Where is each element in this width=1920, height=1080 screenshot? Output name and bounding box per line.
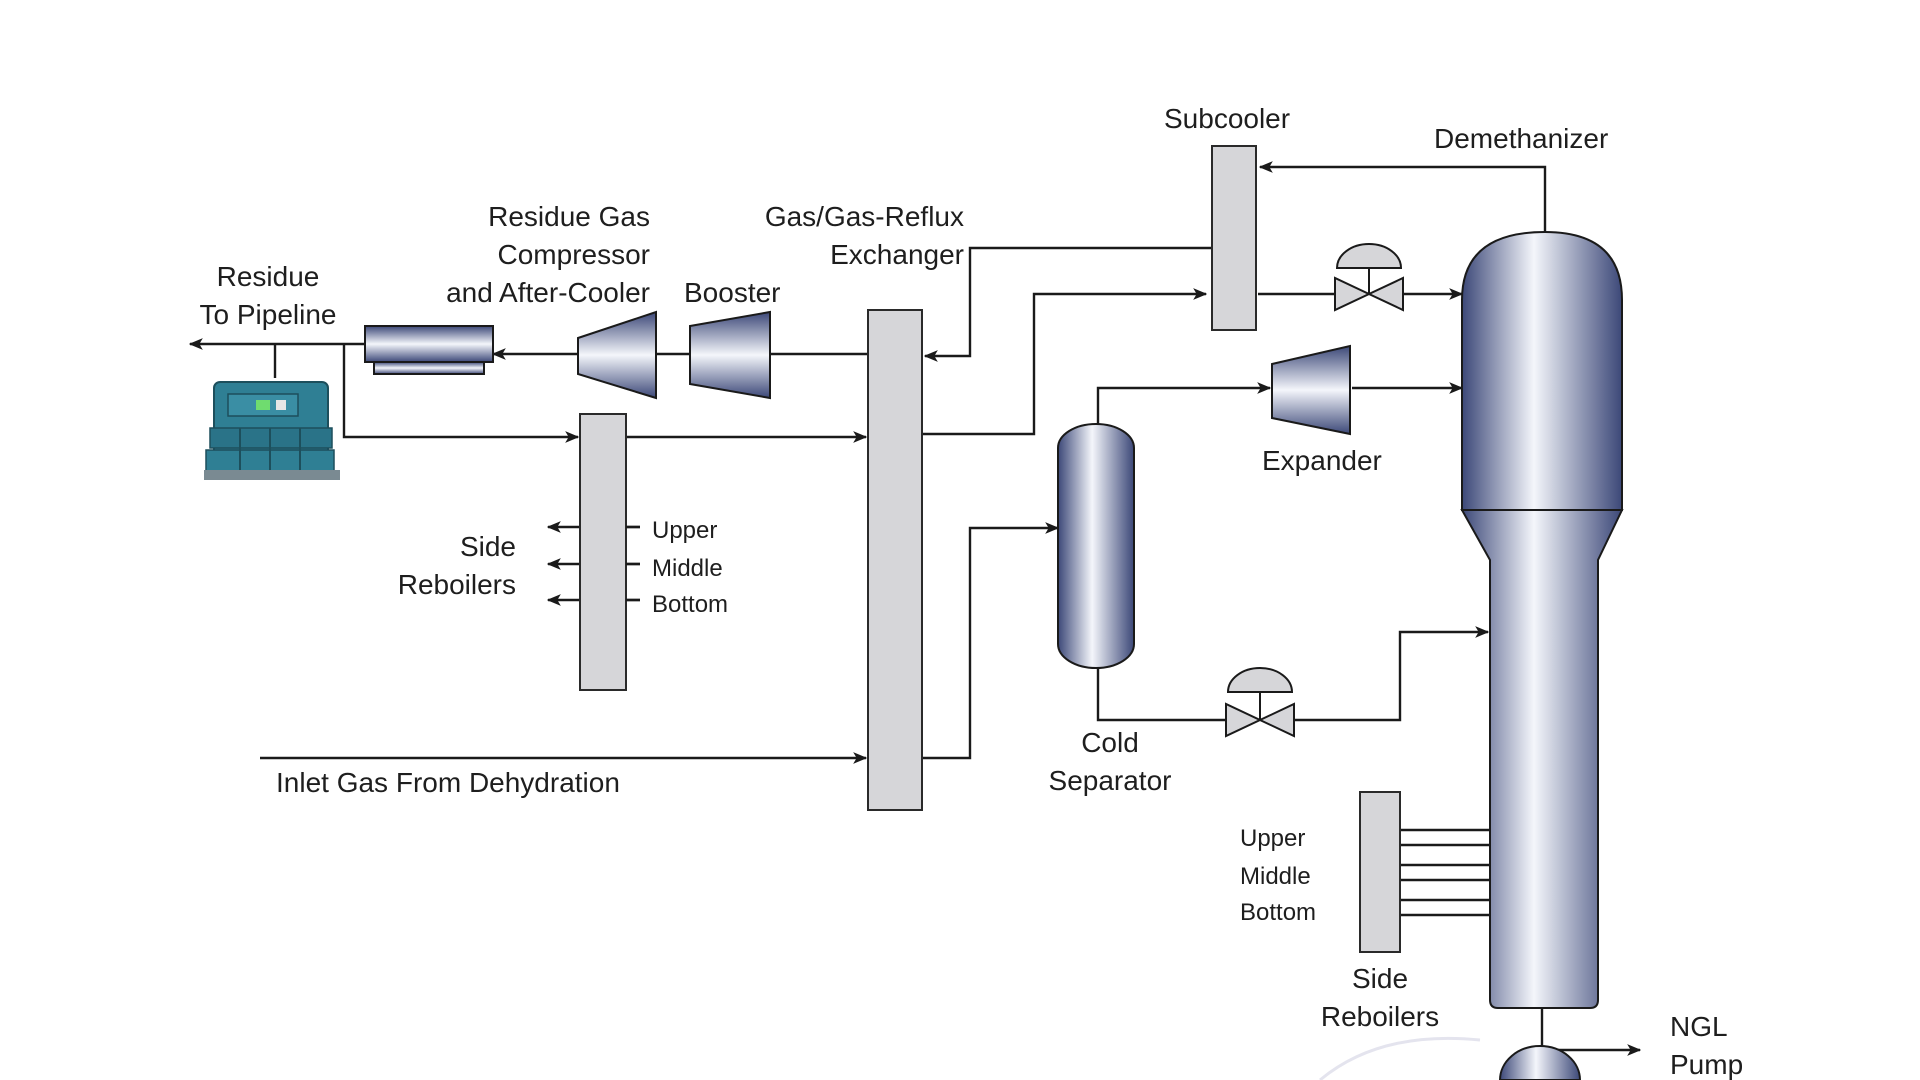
process-lines	[188, 161, 1642, 1056]
expander	[1271, 344, 1351, 436]
residue-gas-compressor	[577, 310, 657, 400]
label-residue-gas-compressor-1: Residue Gas	[488, 201, 650, 232]
diagram-labels: Subcooler Demethanizer Residue Gas Compr…	[200, 103, 1744, 1080]
side-reboiler-exchanger-right	[1359, 791, 1401, 953]
after-cooler	[364, 325, 494, 375]
label-inlet-gas: Inlet Gas From Dehydration	[276, 767, 620, 798]
booster-compressor	[689, 310, 771, 400]
label-booster: Booster	[684, 277, 781, 308]
label-right-bottom: Bottom	[1240, 899, 1316, 926]
label-side-reboilers-right-1: Side	[1352, 963, 1408, 994]
compressor-unit-icon	[204, 381, 340, 480]
demethanizer-tower	[1460, 230, 1624, 1009]
label-subcooler: Subcooler	[1164, 103, 1290, 134]
label-cold-separator-1: Cold	[1081, 727, 1139, 758]
label-ngl-pump-2: Pump	[1670, 1049, 1743, 1080]
cold-separator	[1057, 423, 1135, 669]
label-residue-gas-compressor-3: and After-Cooler	[446, 277, 650, 308]
label-residue-to-pipeline-2: To Pipeline	[200, 299, 337, 330]
side-reboiler-exchanger-left	[579, 413, 627, 691]
liquid-control-valve-icon	[1225, 667, 1295, 738]
label-side-reboilers-right-2: Reboilers	[1321, 1001, 1439, 1032]
label-demethanizer: Demethanizer	[1434, 123, 1608, 154]
label-right-upper: Upper	[1240, 825, 1305, 852]
label-left-middle: Middle	[652, 555, 723, 582]
label-cold-separator-2: Separator	[1049, 765, 1172, 796]
reflux-control-valve-icon	[1334, 243, 1404, 312]
label-ngl-pump-1: NGL	[1670, 1011, 1728, 1042]
gas-gas-reflux-exchanger	[867, 309, 923, 811]
label-gas-gas-exchanger-2: Exchanger	[830, 239, 964, 270]
label-left-upper: Upper	[652, 517, 717, 544]
label-left-bottom: Bottom	[652, 591, 728, 618]
label-side-reboilers-left-1: Side	[460, 531, 516, 562]
label-residue-to-pipeline-1: Residue	[217, 261, 320, 292]
ngl-pump	[1319, 1036, 1582, 1080]
label-gas-gas-exchanger-1: Gas/Gas-Reflux	[765, 201, 964, 232]
label-expander: Expander	[1262, 445, 1382, 476]
subcooler	[1211, 145, 1257, 331]
label-side-reboilers-left-2: Reboilers	[398, 569, 516, 600]
label-residue-gas-compressor-2: Compressor	[498, 239, 650, 270]
label-right-middle: Middle	[1240, 863, 1311, 890]
